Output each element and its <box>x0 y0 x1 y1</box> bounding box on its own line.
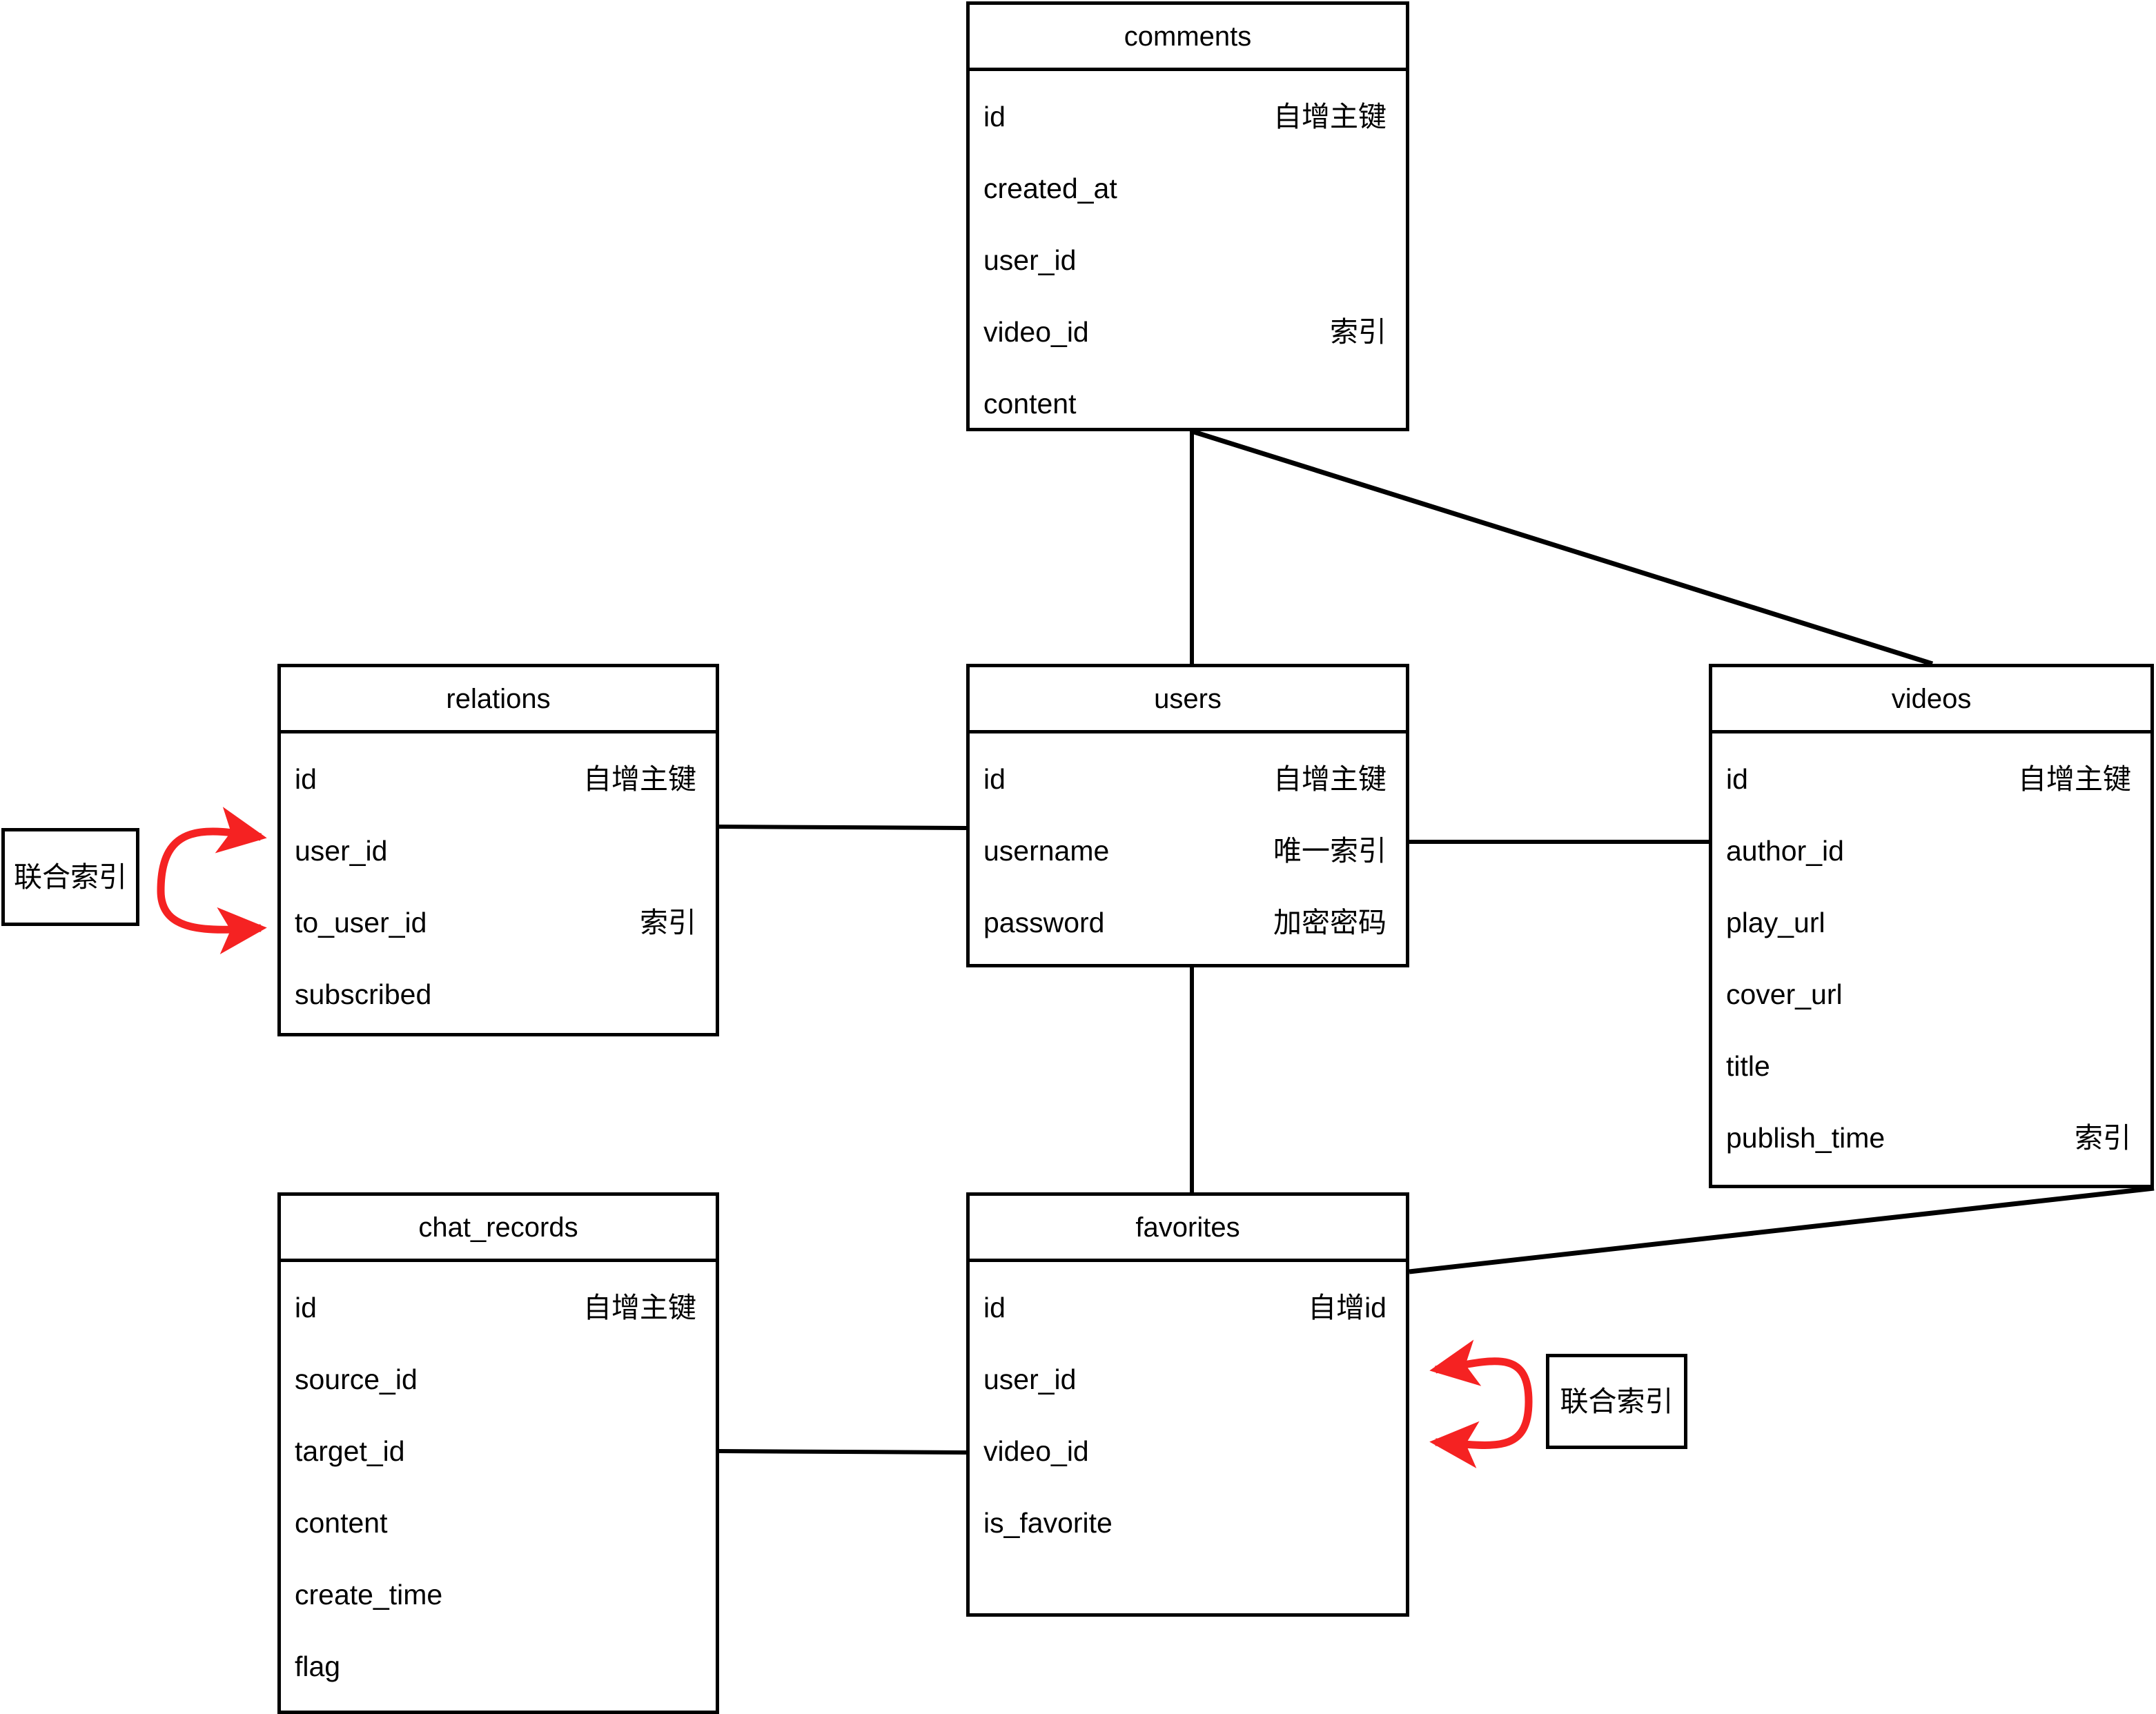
annotation-label: 联合索引 <box>14 860 127 893</box>
table-title-favorites: favorites <box>970 1196 1406 1262</box>
field-name: publish_time <box>1726 1121 1885 1154</box>
field-name: to_user_id <box>295 906 427 938</box>
table-row[interactable]: username 唯一索引 <box>970 815 1406 887</box>
table-row[interactable]: id 自增主键 <box>970 743 1406 815</box>
field-name: id <box>983 1291 1006 1323</box>
table-row[interactable]: video_id 索引 <box>970 296 1406 368</box>
table-title-comments: comments <box>970 5 1406 71</box>
table-row[interactable]: user_id <box>970 1343 1406 1415</box>
table-row[interactable]: id 自增主键 <box>281 743 716 815</box>
field-name: user_id <box>295 834 388 867</box>
field-name: title <box>1726 1050 1770 1082</box>
field-note: 索引 <box>1330 315 1386 348</box>
arrow-to-favorites-user-id <box>1429 1339 1533 1402</box>
table-row[interactable]: source_id <box>281 1343 716 1415</box>
table-body-chat-records: id 自增主键 source_id target_id content crea… <box>281 1262 716 1712</box>
table-row[interactable]: is_favorite <box>970 1487 1406 1559</box>
table-row[interactable]: content <box>281 1487 716 1559</box>
link-comments-videos <box>1190 428 1934 667</box>
table-title-users: users <box>970 667 1406 733</box>
field-note: 唯一索引 <box>1273 834 1386 867</box>
field-note: 自增主键 <box>583 1291 696 1323</box>
table-row[interactable]: user_id <box>970 224 1406 296</box>
table-body-videos: id 自增主键 author_id play_url cover_url tit… <box>1712 733 2150 1183</box>
table-title-chat-records: chat_records <box>281 1196 716 1262</box>
table-title-relations: relations <box>281 667 716 733</box>
link-favorites-videos <box>1409 1185 2155 1274</box>
table-row[interactable]: created_at <box>970 152 1406 224</box>
table-row[interactable]: play_url <box>1712 887 2150 958</box>
field-name: video_id <box>983 1435 1089 1467</box>
table-row[interactable]: to_user_id 索引 <box>281 887 716 958</box>
annotation-composite-index-favorites[interactable]: 联合索引 <box>1546 1354 1687 1449</box>
table-row[interactable]: flag <box>281 1631 716 1702</box>
table-comments[interactable]: comments id 自增主键 created_at user_id vide… <box>966 1 1409 431</box>
field-note: 自增主键 <box>2018 762 2131 795</box>
field-note: 自增主键 <box>583 762 696 795</box>
table-row[interactable]: publish_time 索引 <box>1712 1102 2150 1174</box>
field-note: 自增主键 <box>1273 100 1386 132</box>
field-name: created_at <box>983 172 1117 204</box>
field-name: target_id <box>295 1435 405 1467</box>
field-name: is_favorite <box>983 1506 1113 1539</box>
field-note: 自增id <box>1308 1291 1386 1323</box>
field-name: id <box>983 100 1006 132</box>
field-name: id <box>983 762 1006 795</box>
link-chatrecords-favorites <box>718 1449 967 1455</box>
table-chat-records[interactable]: chat_records id 自增主键 source_id target_id… <box>277 1192 719 1714</box>
table-body-comments: id 自增主键 created_at user_id video_id 索引 c… <box>970 71 1406 449</box>
table-row[interactable]: user_id <box>281 815 716 887</box>
table-row[interactable]: id 自增主键 <box>281 1272 716 1343</box>
field-name: id <box>295 1291 317 1323</box>
field-name: content <box>295 1506 388 1539</box>
table-relations[interactable]: relations id 自增主键 user_id to_user_id 索引 … <box>277 664 719 1036</box>
table-row[interactable]: create_time <box>281 1559 716 1631</box>
field-name: id <box>295 762 317 795</box>
field-note: 加密密码 <box>1273 906 1386 938</box>
field-note: 自增主键 <box>1273 762 1386 795</box>
table-row[interactable]: title <box>1712 1030 2150 1102</box>
field-name: user_id <box>983 1363 1077 1395</box>
field-name: cover_url <box>1726 978 1843 1010</box>
link-relations-users <box>718 825 967 830</box>
table-row[interactable]: subscribed <box>281 958 716 1030</box>
field-name: content <box>983 387 1077 420</box>
table-row[interactable]: content <box>970 368 1406 440</box>
arrow-to-relations-to-user-id <box>157 890 267 954</box>
table-row[interactable]: video_id <box>970 1415 1406 1487</box>
table-row[interactable]: id 自增id <box>970 1272 1406 1343</box>
field-name: id <box>1726 762 1748 795</box>
field-note: 索引 <box>2075 1121 2131 1154</box>
table-row[interactable]: cover_url <box>1712 958 2150 1030</box>
table-body-relations: id 自增主键 user_id to_user_id 索引 subscribed <box>281 733 716 1040</box>
table-favorites[interactable]: favorites id 自增id user_id video_id is_fa… <box>966 1192 1409 1617</box>
field-name: video_id <box>983 315 1089 348</box>
arrow-to-relations-user-id <box>157 807 267 892</box>
table-row[interactable]: author_id <box>1712 815 2150 887</box>
table-row[interactable]: id 自增主键 <box>1712 743 2150 815</box>
table-videos[interactable]: videos id 自增主键 author_id play_url cover_… <box>1709 664 2154 1188</box>
field-name: flag <box>295 1650 341 1682</box>
field-name: username <box>983 834 1110 867</box>
arrow-to-favorites-video-id <box>1429 1401 1533 1468</box>
table-row[interactable]: id 自增主键 <box>970 81 1406 152</box>
field-name: create_time <box>295 1578 443 1610</box>
field-name: subscribed <box>295 978 432 1010</box>
table-row[interactable]: target_id <box>281 1415 716 1487</box>
table-title-videos: videos <box>1712 667 2150 733</box>
field-note: 索引 <box>640 906 696 938</box>
field-name: password <box>983 906 1105 938</box>
table-body-users: id 自增主键 username 唯一索引 password 加密密码 <box>970 733 1406 968</box>
field-name: user_id <box>983 244 1077 276</box>
table-body-favorites: id 自增id user_id video_id is_favorite <box>970 1262 1406 1568</box>
field-name: author_id <box>1726 834 1844 867</box>
field-name: play_url <box>1726 906 1825 938</box>
field-name: source_id <box>295 1363 418 1395</box>
table-row[interactable]: password 加密密码 <box>970 887 1406 958</box>
annotation-label: 联合索引 <box>1560 1385 1674 1417</box>
annotation-composite-index-relations[interactable]: 联合索引 <box>1 828 139 926</box>
table-users[interactable]: users id 自增主键 username 唯一索引 password 加密密… <box>966 664 1409 967</box>
